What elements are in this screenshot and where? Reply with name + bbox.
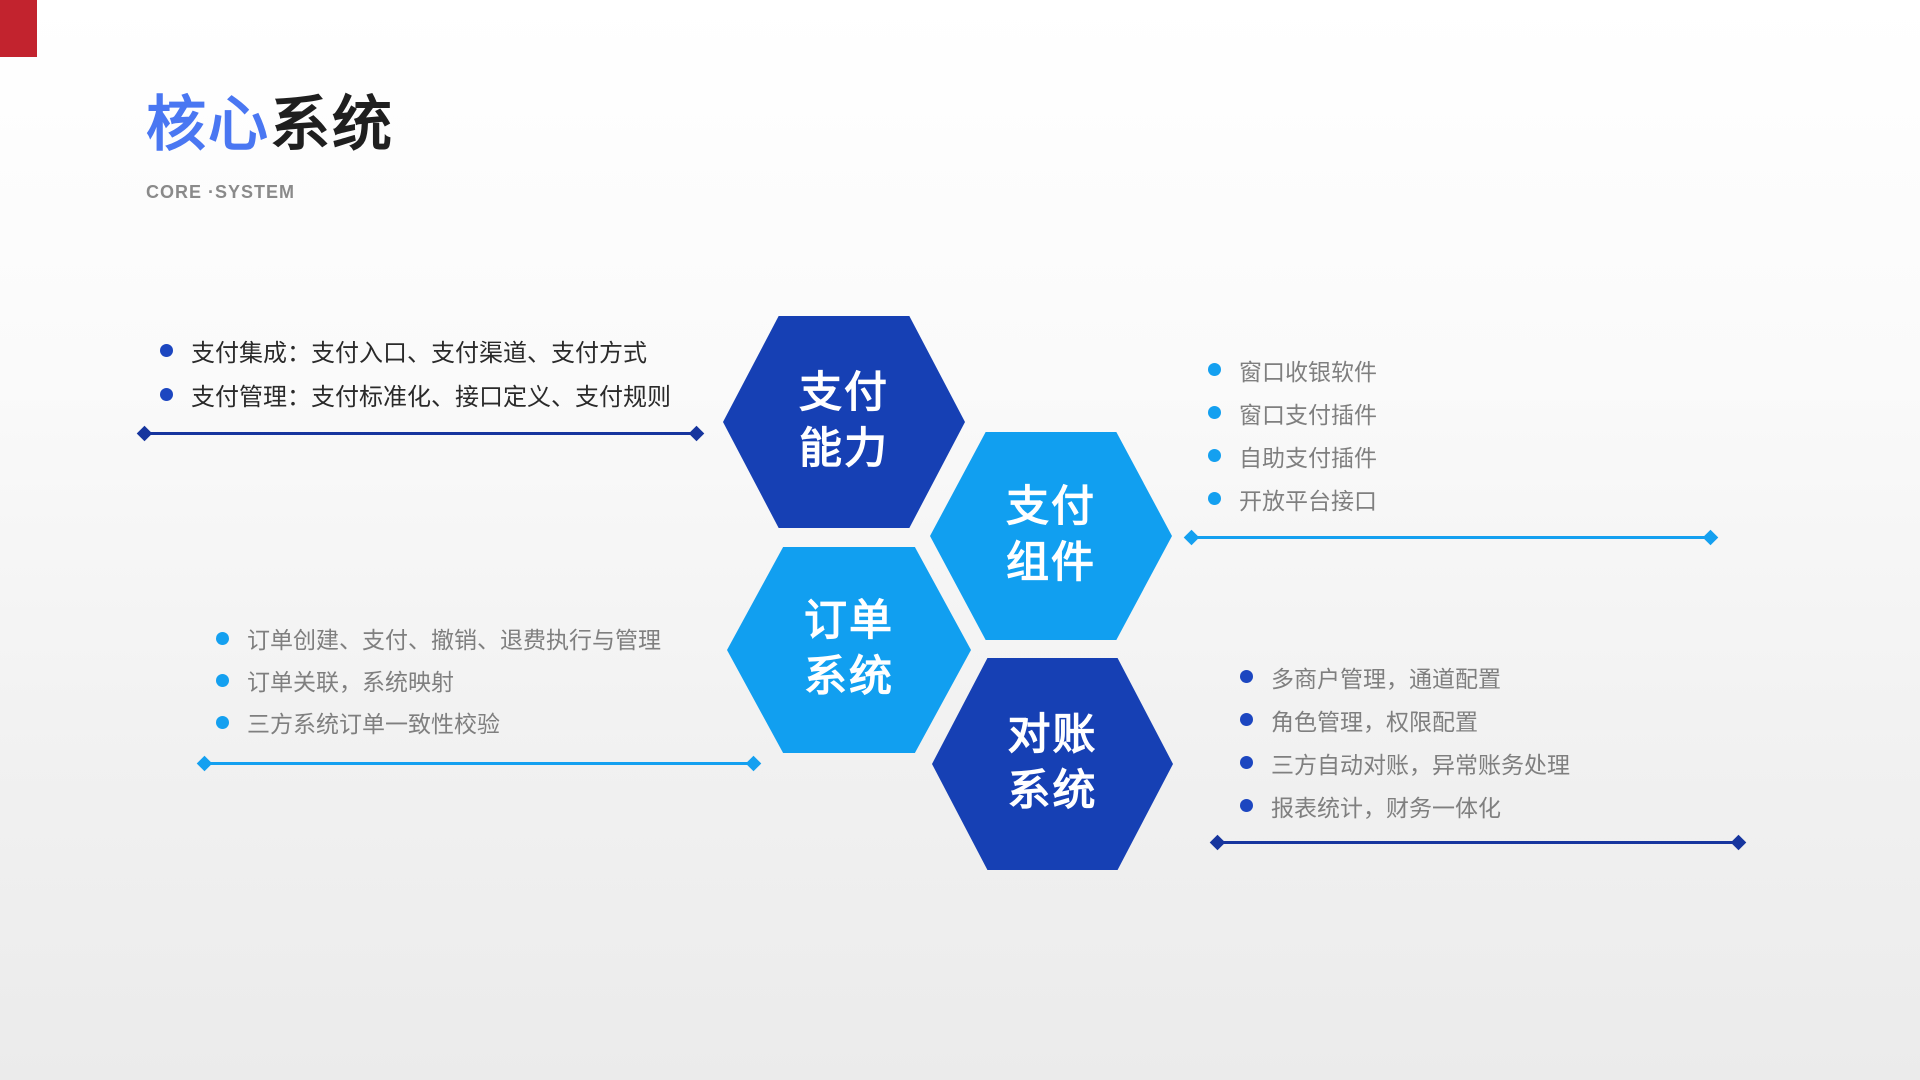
list-item-text: 多商户管理，通道配置 bbox=[1271, 665, 1501, 692]
list-item-text: 报表统计，财务一体化 bbox=[1271, 794, 1501, 821]
list-item-text: 支付集成：支付入口、支付渠道、支付方式 bbox=[191, 339, 647, 367]
list-item: 窗口收银软件 bbox=[1208, 348, 1377, 391]
divider-line-payment-components bbox=[1190, 536, 1712, 539]
list-item: 窗口支付插件 bbox=[1208, 391, 1377, 434]
hexagon-payment-capability: 支付 能力 bbox=[723, 316, 965, 528]
list-item-text: 订单创建、支付、撤销、退费执行与管理 bbox=[247, 627, 661, 653]
list-payment-components: 窗口收银软件 窗口支付插件 自助支付插件 开放平台接口 bbox=[1208, 348, 1377, 520]
list-reconciliation-system: 多商户管理，通道配置 角色管理，权限配置 三方自动对账，异常账务处理 报表统计，… bbox=[1240, 655, 1570, 827]
list-item-text: 窗口收银软件 bbox=[1239, 358, 1377, 385]
list-item-text: 角色管理，权限配置 bbox=[1271, 708, 1478, 735]
hexagon-reconciliation-system-label: 对账 系统 bbox=[1008, 708, 1098, 820]
hex-label-line: 系统 bbox=[1007, 767, 1098, 815]
list-item-text: 窗口支付插件 bbox=[1239, 401, 1377, 428]
page-subtitle: CORE ·SYSTEM bbox=[146, 182, 296, 202]
list-item-text: 订单关联，系统映射 bbox=[247, 669, 454, 695]
bullet-dot bbox=[1208, 363, 1221, 376]
title-block: 核心系统 CORE ·SYSTEM bbox=[146, 92, 394, 203]
hex-label-line: 系统 bbox=[804, 653, 894, 701]
hexagon-order-system-label: 订单 系统 bbox=[804, 594, 894, 706]
list-item: 报表统计，财务一体化 bbox=[1240, 784, 1570, 827]
divider-line-payment-capability bbox=[143, 432, 698, 435]
list-item-text: 自助支付插件 bbox=[1239, 444, 1377, 471]
hex-label-line: 组件 bbox=[1006, 539, 1096, 587]
list-item: 订单关联，系统映射 bbox=[216, 659, 661, 701]
list-order-system: 订单创建、支付、撤销、退费执行与管理 订单关联，系统映射 三方系统订单一致性校验 bbox=[216, 617, 661, 743]
hexagon-payment-capability-label: 支付 能力 bbox=[799, 366, 889, 478]
hexagon-payment-components-label: 支付 组件 bbox=[1006, 480, 1096, 592]
bullet-dot bbox=[1240, 756, 1253, 769]
list-item-text: 支付管理：支付标准化、接口定义、支付规则 bbox=[191, 383, 671, 411]
bullet-dot bbox=[160, 387, 173, 401]
page-title-accent: 核心 bbox=[146, 91, 270, 158]
list-item: 三方系统订单一致性校验 bbox=[216, 701, 661, 743]
bullet-dot bbox=[1240, 799, 1253, 812]
hexagon-payment-components: 支付 组件 bbox=[930, 432, 1172, 640]
bullet-dot bbox=[1208, 449, 1221, 462]
list-item: 支付管理：支付标准化、接口定义、支付规则 bbox=[160, 372, 671, 416]
bullet-dot bbox=[1208, 492, 1221, 505]
hex-label-line: 支付 bbox=[799, 369, 889, 418]
list-item-text: 三方系统订单一致性校验 bbox=[247, 711, 500, 737]
hex-label-line: 订单 bbox=[804, 597, 894, 646]
hex-label-line: 对账 bbox=[1007, 711, 1098, 760]
list-item: 三方自动对账，异常账务处理 bbox=[1240, 741, 1570, 784]
hex-label-line: 能力 bbox=[799, 425, 889, 473]
divider-line-reconciliation-system bbox=[1216, 841, 1740, 844]
list-item: 多商户管理，通道配置 bbox=[1240, 655, 1570, 698]
list-payment-capability: 支付集成：支付入口、支付渠道、支付方式 支付管理：支付标准化、接口定义、支付规则 bbox=[160, 328, 671, 416]
list-item: 订单创建、支付、撤销、退费执行与管理 bbox=[216, 617, 661, 659]
list-item-text: 三方自动对账，异常账务处理 bbox=[1271, 751, 1570, 778]
list-item: 自助支付插件 bbox=[1208, 434, 1377, 477]
bullet-dot bbox=[216, 631, 229, 645]
list-item: 支付集成：支付入口、支付渠道、支付方式 bbox=[160, 328, 671, 372]
bullet-dot bbox=[1240, 713, 1253, 726]
hexagon-reconciliation-system: 对账 系统 bbox=[932, 658, 1173, 870]
page-title-rest: 系统 bbox=[270, 91, 394, 158]
hexagon-order-system: 订单 系统 bbox=[727, 547, 971, 753]
divider-line-order-system bbox=[203, 762, 755, 765]
bullet-dot bbox=[216, 715, 229, 729]
list-item: 开放平台接口 bbox=[1208, 477, 1377, 520]
page-title: 核心系统 bbox=[146, 92, 394, 158]
list-item-text: 开放平台接口 bbox=[1239, 487, 1377, 514]
list-item: 角色管理，权限配置 bbox=[1240, 698, 1570, 741]
hex-label-line: 支付 bbox=[1006, 483, 1096, 532]
bullet-dot bbox=[1208, 406, 1221, 419]
corner-accent-mark bbox=[0, 0, 37, 57]
bullet-dot bbox=[1240, 670, 1253, 683]
bullet-dot bbox=[216, 673, 229, 687]
bullet-dot bbox=[160, 343, 173, 357]
